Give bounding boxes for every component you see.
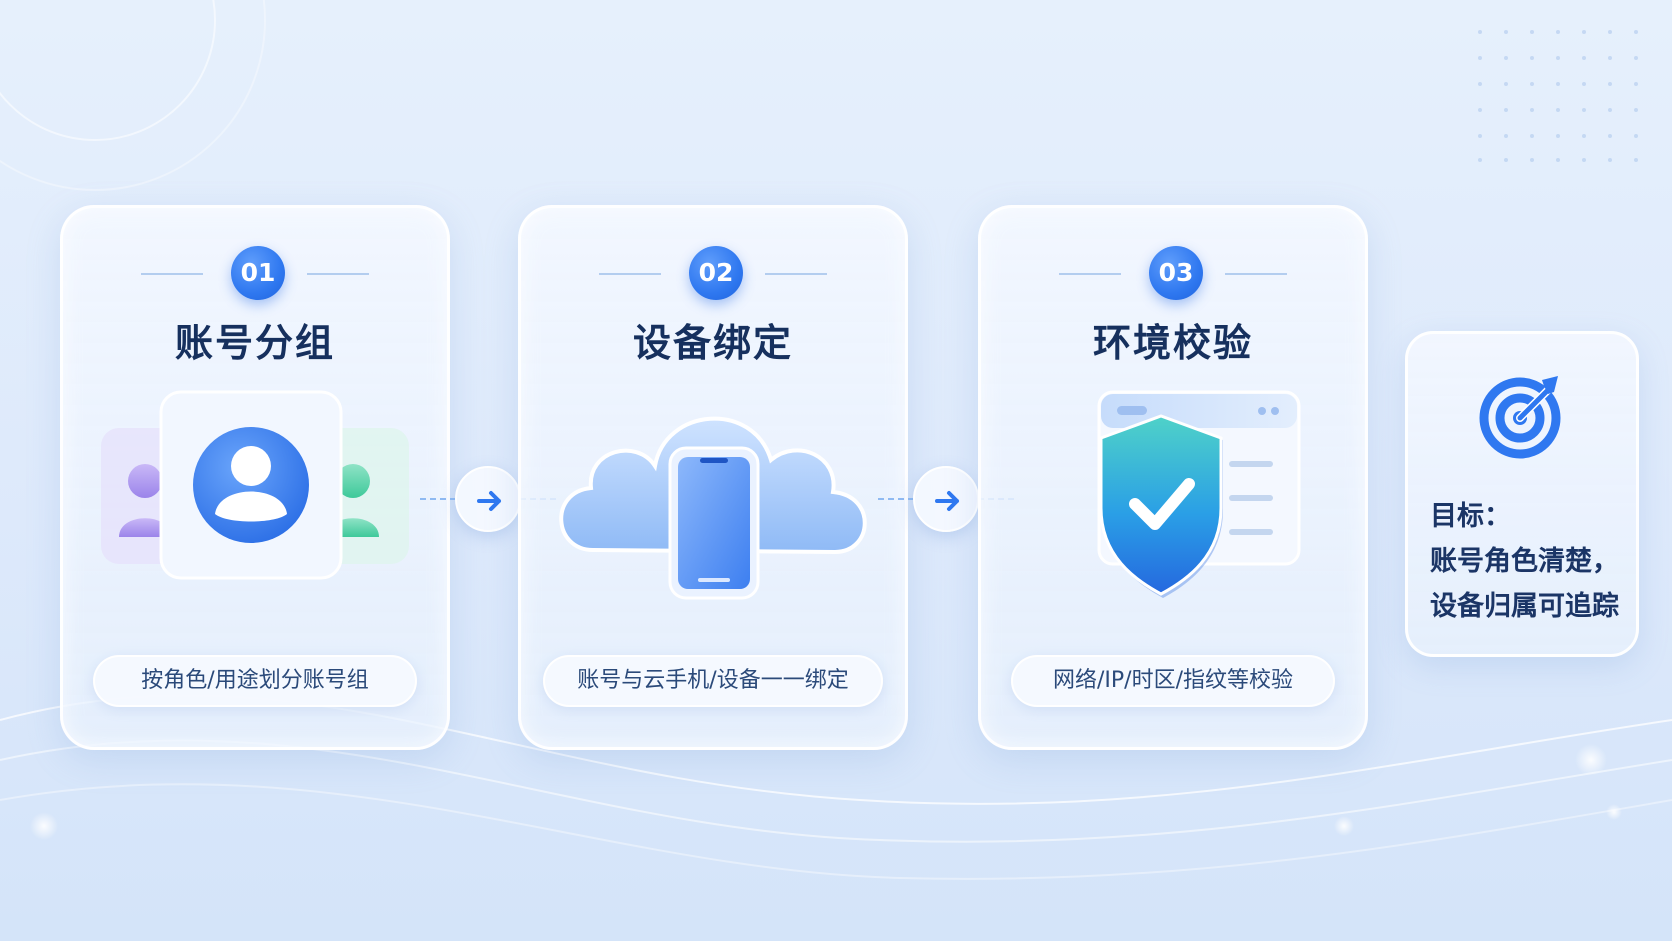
step-description: 账号与云手机/设备一一绑定 — [543, 655, 883, 707]
step-description: 网络/IP/时区/指纹等校验 — [1011, 655, 1335, 707]
shield-checklist-icon — [1097, 390, 1301, 598]
step-card-account-group: 01 账号分组 按角色/用途划分账号组 — [60, 205, 450, 750]
step-number-badge: 02 — [689, 246, 743, 300]
user-group-icon — [101, 390, 409, 580]
divider-line — [599, 273, 661, 275]
target-icon — [1479, 376, 1561, 459]
arrow-right-icon — [913, 466, 979, 532]
dashed-line — [878, 498, 914, 500]
arrow-right-icon — [455, 466, 521, 532]
step-title: 账号分组 — [174, 321, 335, 365]
step-number-row: 01 — [63, 246, 447, 302]
dashed-line — [420, 498, 456, 500]
step-title: 设备绑定 — [632, 321, 793, 365]
step-number-badge: 01 — [231, 246, 285, 300]
divider-line — [307, 273, 369, 275]
goal-text-line: 账号角色清楚， — [1430, 546, 1619, 577]
step-number-row: 02 — [521, 246, 905, 302]
divider-line — [765, 273, 827, 275]
step-number-badge: 03 — [1149, 246, 1203, 300]
step-card-device-binding: 02 设备绑定 账号与云手机/设备一一绑定 — [518, 205, 908, 750]
divider-line — [1225, 273, 1287, 275]
divider-line — [141, 273, 203, 275]
goal-card: 目标： 账号角色清楚， 设备归属可追踪 — [1405, 331, 1639, 657]
cloud-phone-icon — [559, 416, 867, 600]
step-number-row: 03 — [981, 246, 1365, 302]
divider-line — [1059, 273, 1121, 275]
goal-text-line: 设备归属可追踪 — [1430, 591, 1619, 622]
step-title: 环境校验 — [1092, 321, 1253, 365]
step-card-environment-check: 03 环境校验 网络/IP/时区/指纹等校验 — [978, 205, 1368, 750]
step-description: 按角色/用途划分账号组 — [93, 655, 417, 707]
goal-label: 目标： — [1430, 501, 1511, 532]
